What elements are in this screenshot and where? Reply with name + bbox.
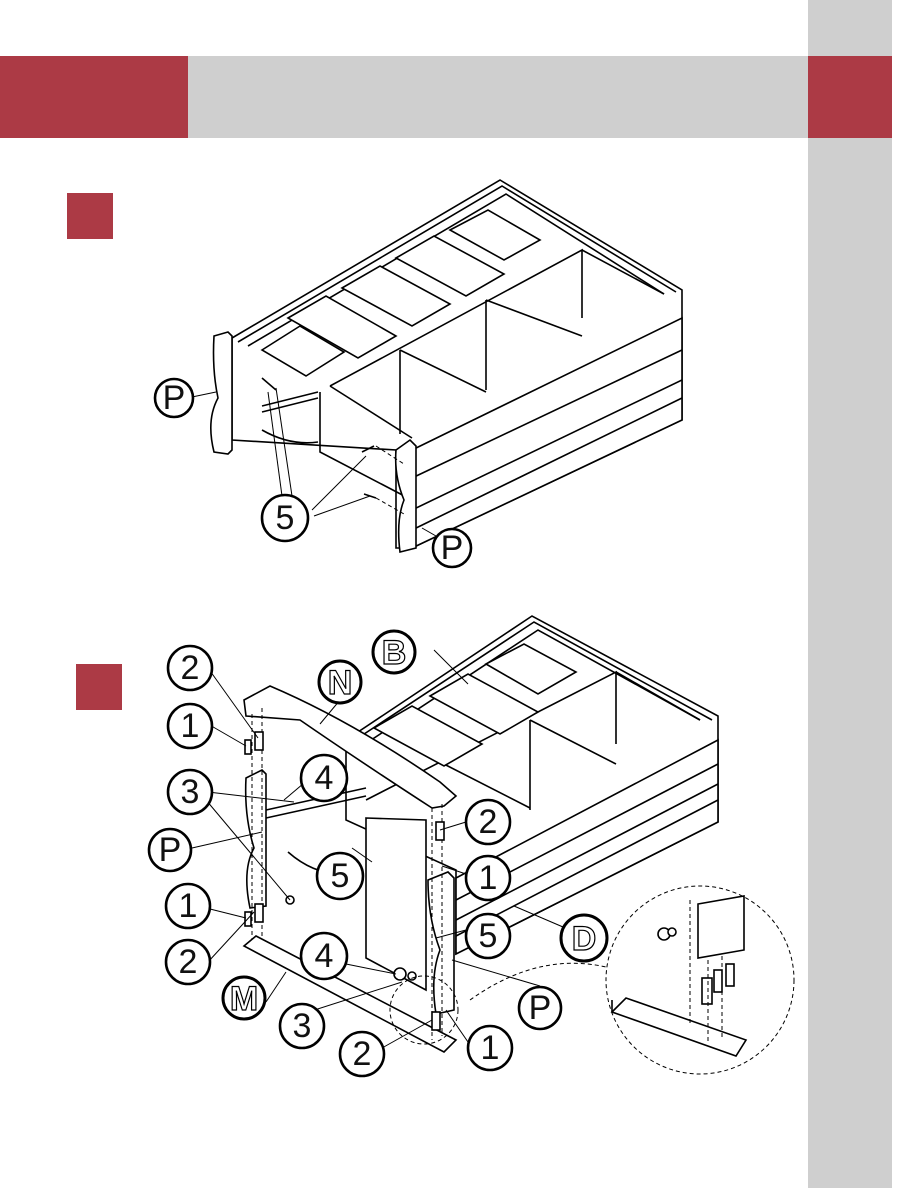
callout-label: 5 — [479, 917, 498, 955]
callout-label: 1 — [481, 1029, 500, 1067]
callout-4-upper: 4 — [301, 755, 347, 801]
callout-m: M — [223, 977, 265, 1019]
callout-label: 4 — [315, 937, 334, 975]
callout-4-lower: 4 — [301, 933, 347, 979]
callout-1-top-left: 1 — [168, 704, 212, 748]
step-1-illustration — [192, 180, 682, 552]
callout-b: B — [373, 631, 415, 673]
callout-5-upper: 5 — [317, 853, 363, 899]
callout-label: M — [230, 980, 258, 1018]
callout-label: 2 — [353, 1035, 372, 1073]
callout-5-right: 5 — [466, 914, 510, 958]
callout-label: D — [572, 920, 597, 958]
callout-label: 1 — [181, 707, 200, 745]
side-panel-left — [211, 332, 232, 454]
callout-p-right: P — [433, 529, 471, 567]
callout-label: 1 — [179, 887, 198, 925]
callout-1-bottom-right: 1 — [468, 1026, 512, 1070]
callout-label: 2 — [181, 649, 200, 687]
callout-screw: 5 — [262, 495, 308, 541]
callout-label: P — [441, 529, 464, 567]
callout-label: 2 — [179, 943, 198, 981]
callout-label: B — [382, 634, 407, 672]
callout-p-left: P — [149, 829, 191, 871]
callout-1-right: 1 — [466, 856, 510, 900]
callout-n: N — [319, 661, 361, 703]
side-panel-left — [246, 770, 266, 908]
callout-2-right: 2 — [466, 800, 510, 844]
callout-label: 2 — [479, 803, 498, 841]
callout-p-right: P — [519, 987, 561, 1029]
callout-label: 5 — [331, 857, 350, 895]
callout-label: 1 — [479, 859, 498, 897]
center-panel — [366, 818, 426, 990]
callout-2-bottom: 2 — [340, 1032, 384, 1076]
callout-label: 4 — [315, 759, 334, 797]
callout-2-top-left: 2 — [168, 646, 212, 690]
callout-3-upper: 3 — [168, 770, 212, 814]
callout-label: P — [163, 379, 186, 417]
callout-d: D — [561, 915, 607, 961]
callout-label: N — [328, 664, 353, 702]
callout-label: 3 — [293, 1007, 312, 1045]
callout-label: P — [529, 989, 552, 1027]
callout-3-lower: 3 — [280, 1004, 324, 1048]
callout-label: 5 — [276, 499, 295, 537]
callout-1-mid-left: 1 — [166, 884, 210, 928]
detail-view — [606, 886, 794, 1074]
callout-label: P — [159, 831, 182, 869]
callout-2-lower-left: 2 — [166, 940, 210, 984]
callout-p-left: P — [155, 379, 193, 417]
callout-label: 3 — [181, 773, 200, 811]
